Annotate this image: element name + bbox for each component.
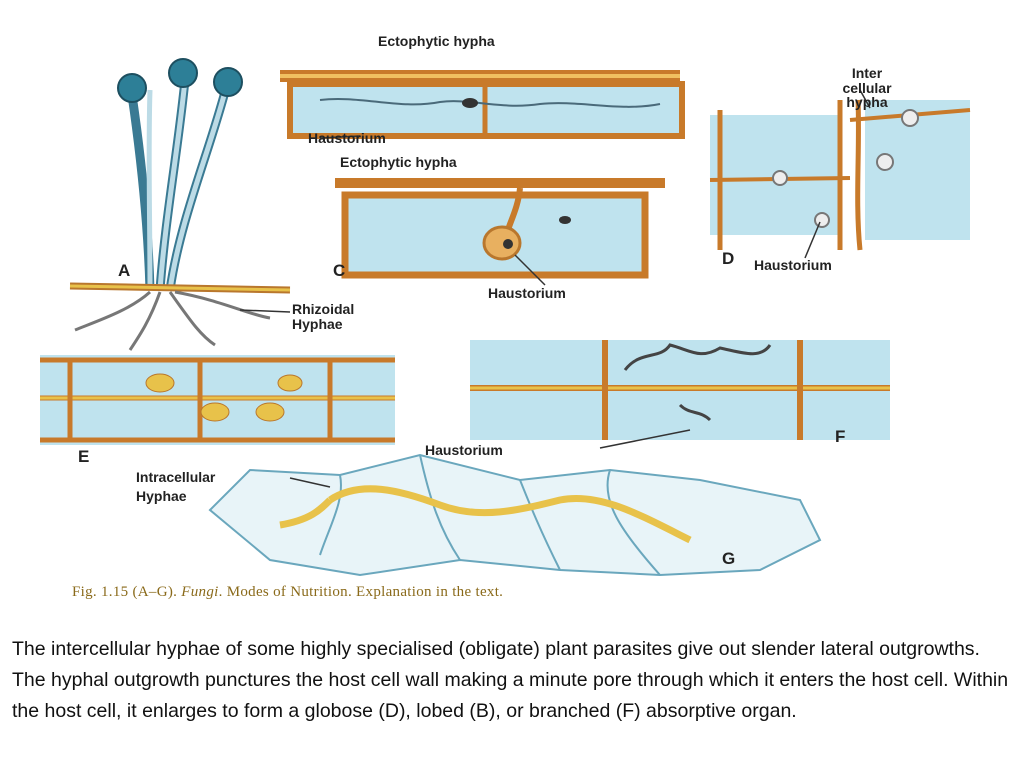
explanatory-paragraph: The intercellular hyphae of some highly … bbox=[12, 638, 1009, 722]
panel-a-sporangiophores bbox=[69, 58, 291, 351]
label-inter-line3: hypha bbox=[846, 94, 888, 111]
panel-letter-c: C bbox=[333, 261, 346, 280]
label-inter-line1: Inter bbox=[851, 65, 883, 81]
caption-italic: Fungi bbox=[181, 584, 219, 600]
label-intracellular-hyphae: Intracellular Hyphae bbox=[136, 470, 215, 503]
label-rhizoidal-line1: Rhizoidal bbox=[292, 301, 355, 317]
panel-letter-f: F bbox=[835, 427, 846, 446]
label-rhizoidal-line2: Hyphae bbox=[292, 315, 343, 332]
panel-f-branched-haustoria bbox=[470, 340, 890, 449]
panel-c-globose-haustorium bbox=[335, 178, 665, 286]
figure-caption: Fig. 1.15 (A–G). Fungi. Modes of Nutriti… bbox=[72, 584, 972, 601]
label-ectophytic-hypha-c: Ectophytic hypha bbox=[340, 154, 457, 170]
panel-letter-a: A bbox=[118, 261, 131, 280]
label-intracellular-line1: Intracellular bbox=[136, 469, 216, 485]
panel-e-lobed-haustoria bbox=[40, 355, 395, 445]
panel-letter-e: E bbox=[78, 447, 90, 466]
label-inter-line2: cellular bbox=[842, 79, 892, 96]
label-haustorium-ef: Haustorium bbox=[425, 442, 503, 458]
fungi-nutrition-figure: Ectophytic hypha Haustorium Ectophytic h… bbox=[40, 33, 972, 601]
label-haustorium-b: Haustorium bbox=[308, 130, 386, 146]
panel-letter-g: G bbox=[722, 549, 736, 568]
figure-illustration bbox=[40, 58, 971, 577]
panel-d-intercellular-hypha bbox=[709, 89, 971, 259]
panel-letter-d: D bbox=[722, 249, 735, 268]
label-inter-cellular-hypha: Inter cellular hypha bbox=[822, 66, 912, 110]
label-ectophytic-hypha-top: Ectophytic hypha bbox=[378, 33, 495, 49]
label-haustorium-c: Haustorium bbox=[488, 285, 566, 301]
panel-b-lobed-haustorium bbox=[280, 70, 685, 139]
caption-prefix: Fig. 1.15 (A–G). bbox=[72, 584, 178, 600]
label-rhizoidal-hyphae: Rhizoidal Hyphae bbox=[292, 302, 354, 331]
label-haustorium-d: Haustorium bbox=[754, 257, 832, 273]
panel-g-intracellular-hyphae bbox=[208, 453, 822, 577]
caption-suffix: . Modes of Nutrition. Explanation in the… bbox=[218, 584, 504, 600]
label-intracellular-line2: Hyphae bbox=[136, 487, 187, 504]
